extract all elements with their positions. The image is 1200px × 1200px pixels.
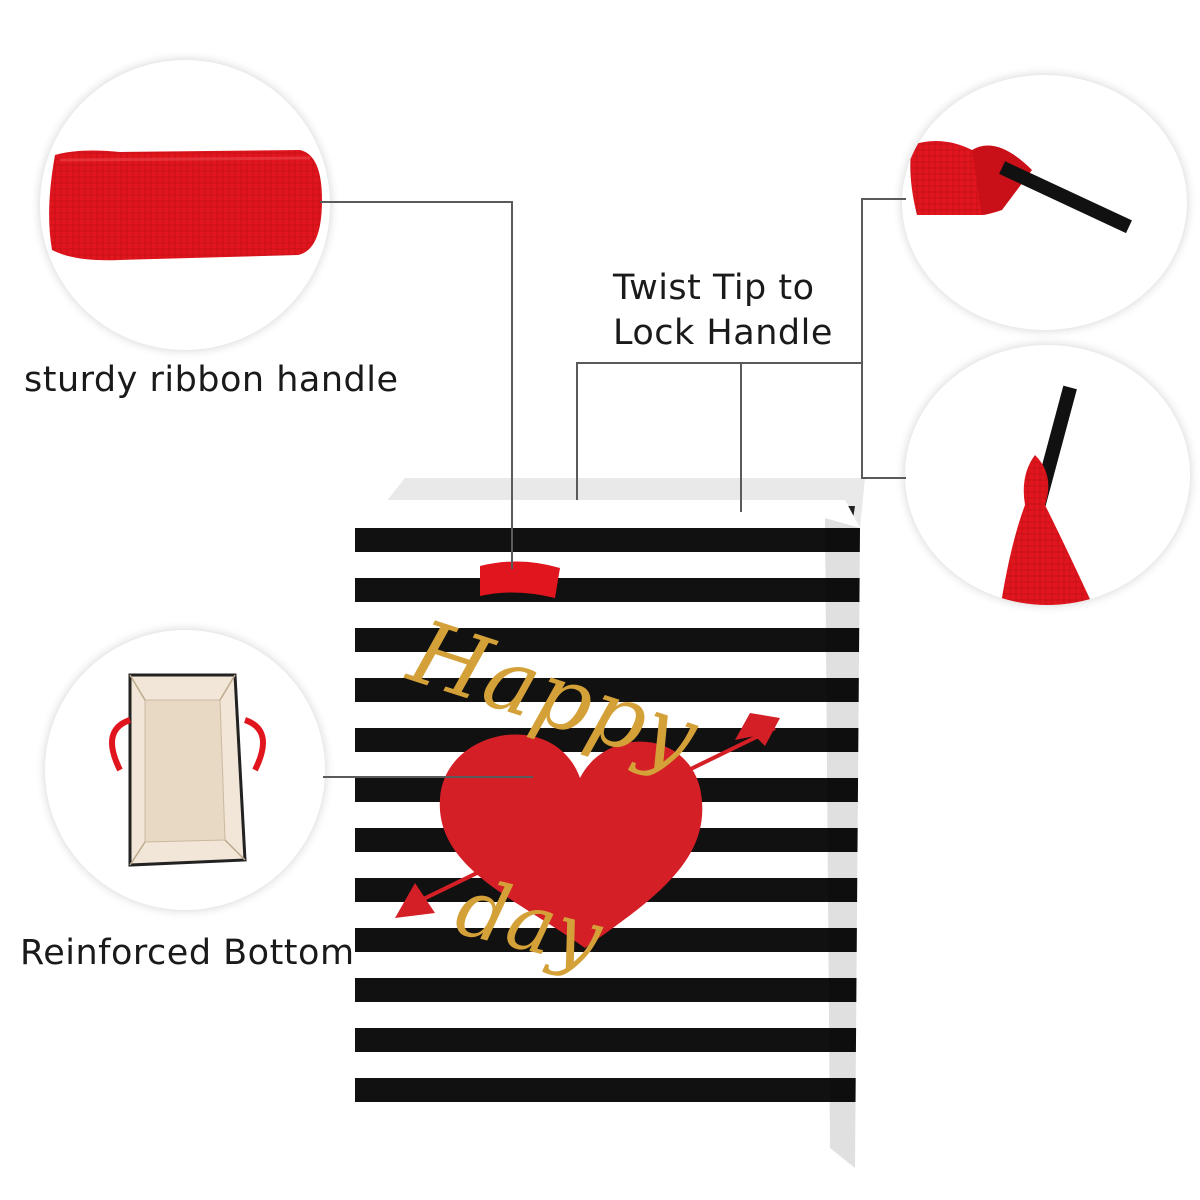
twist-leader-h-main xyxy=(576,362,862,364)
handle-leader-v xyxy=(511,201,513,569)
twist-leader-bottom-h xyxy=(861,477,906,479)
twist-tip-circle-top xyxy=(902,75,1187,330)
heart-graphic xyxy=(439,734,703,948)
gift-bag-image xyxy=(355,478,865,1168)
handle-leader-h xyxy=(320,201,512,203)
handle-callout-label: sturdy ribbon handle xyxy=(24,360,399,400)
bag-stripes xyxy=(355,528,860,1102)
twist-leader-left-v xyxy=(576,362,578,500)
bottom-detail-circle xyxy=(45,630,325,910)
twist-leader-trunk-v xyxy=(861,198,863,479)
bottom-leader-h xyxy=(323,776,533,778)
ribbon-closeup-image xyxy=(49,150,322,261)
twist-leader-right-v xyxy=(740,362,742,512)
twist-callout-line1: Twist Tip to xyxy=(613,268,815,308)
twist-callout-line2: Lock Handle xyxy=(613,313,833,353)
bottom-callout-label: Reinforced Bottom xyxy=(20,933,355,973)
twist-leader-top-h xyxy=(861,198,906,200)
ribbon-detail-circle xyxy=(40,60,330,350)
twist-tip-circle-bottom xyxy=(905,345,1190,605)
twist-tip-locked-image xyxy=(1000,385,1093,605)
bag-interior-image xyxy=(109,673,266,867)
twist-tip-unlocked-image xyxy=(910,141,1132,234)
